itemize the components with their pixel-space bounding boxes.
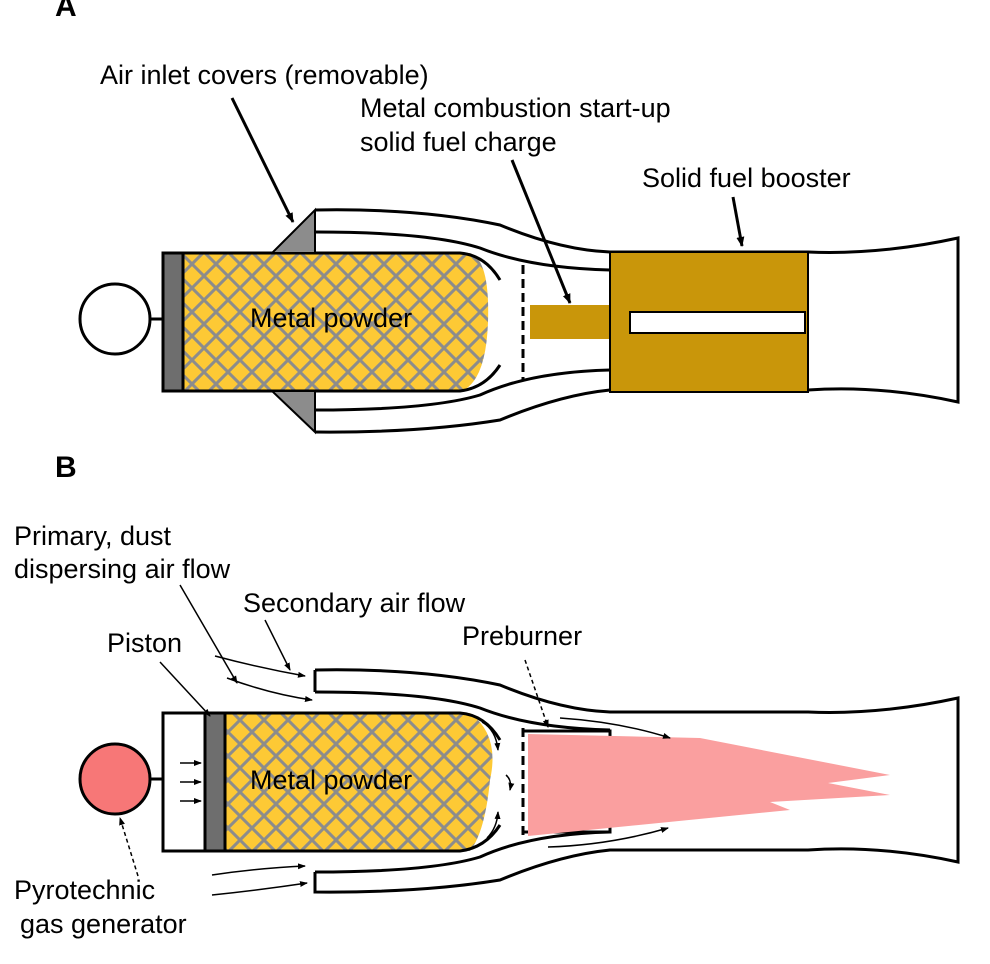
flow-arrow-powder-top: [481, 721, 501, 751]
panel-a: A Air inlet covers (removable) Metal com…: [55, 0, 960, 435]
bottom-flow-arrow-2: [211, 881, 308, 896]
arrow-piston: [159, 661, 211, 717]
arrow-air-inlet-covers: [230, 97, 295, 223]
label-primary-flow-1: Primary, dust: [14, 521, 172, 551]
arrow-preburner: [524, 659, 549, 728]
label-preburner: Preburner: [462, 621, 582, 651]
outer-duct-b: [313, 668, 960, 894]
secondary-flow-arrow-bottom: [547, 827, 669, 848]
primary-flow-arrow-in: [226, 677, 313, 702]
panel-a-label: A: [55, 0, 77, 23]
air-inlet-cover-bottom: [269, 390, 316, 435]
label-primary-flow-2: dispersing air flow: [14, 554, 231, 584]
inner-duct-bottom-a: [314, 368, 611, 412]
arrow-startup-charge: [510, 159, 572, 304]
label-startup-charge-2: solid fuel charge: [360, 127, 557, 157]
label-air-inlet-covers: Air inlet covers (removable): [100, 60, 429, 90]
arrow-solid-fuel-booster: [731, 196, 745, 247]
chamber-top-wall-b: [315, 711, 502, 741]
arrow-primary-flow: [179, 584, 238, 684]
label-solid-fuel-booster: Solid fuel booster: [642, 163, 851, 193]
label-gas-generator-2: gas generator: [20, 909, 187, 939]
chamber-bottom-wall-b: [315, 824, 502, 853]
label-gas-generator-1: Pyrotechnic: [14, 875, 155, 905]
flow-arrow-powder-bottom: [486, 811, 501, 839]
secondary-flow-arrow-in: [214, 655, 306, 678]
label-secondary-flow: Secondary air flow: [243, 588, 466, 618]
booster-bore: [629, 311, 806, 334]
outer-duct-a: [314, 208, 960, 434]
chamber-b: [161, 711, 315, 853]
label-metal-powder-b: Metal powder: [250, 765, 412, 795]
metal-powder-a: [182, 253, 489, 391]
label-piston: Piston: [107, 628, 182, 658]
label-metal-powder-a: Metal powder: [250, 303, 412, 333]
arrow-gas-generator: [119, 817, 139, 877]
piston-b: [203, 711, 227, 853]
panel-b-label: B: [55, 451, 77, 484]
inner-duct-top-b: [314, 690, 611, 732]
secondary-flow-arrow-top: [559, 717, 671, 739]
inner-duct-bottom-b: [314, 830, 611, 874]
metal-powder-b: [225, 713, 493, 851]
air-inlet-cover-top: [269, 207, 316, 254]
panel-b: B Primary, dust dis: [14, 451, 960, 939]
label-startup-charge-1: Metal combustion start-up: [360, 93, 671, 123]
bottom-flow-arrow-1: [211, 863, 306, 876]
gas-generator-circle: [78, 282, 152, 356]
pyrotechnic-gas-generator: [78, 742, 152, 816]
chamber-bottom-wall: [163, 364, 502, 393]
flame: [528, 734, 890, 836]
chamber-top-wall: [163, 251, 502, 281]
inner-duct-top-a: [314, 230, 611, 272]
flow-arrow-center: [505, 774, 515, 791]
arrow-secondary-flow: [264, 619, 291, 671]
startup-charge: [530, 305, 610, 339]
piston-a: [161, 251, 185, 393]
